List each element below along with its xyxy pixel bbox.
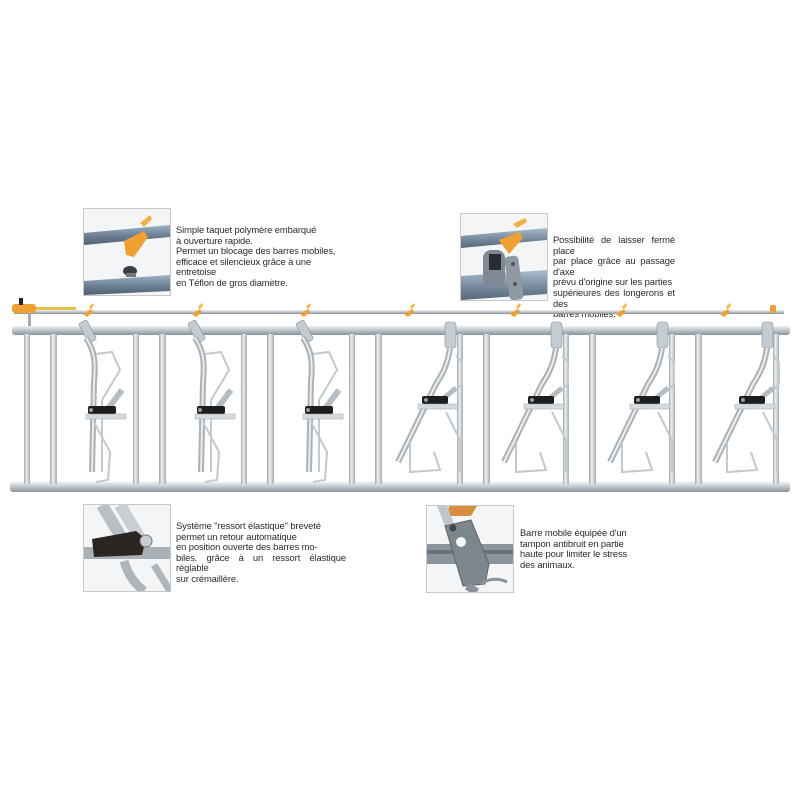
caption-line: Simple taquet polymère embarqué	[176, 224, 317, 235]
caption-line: Possibilité de laisser fermé place	[553, 234, 675, 256]
bottom-rail	[10, 482, 790, 492]
caption-line: prévu d'origine sur les parties	[553, 276, 673, 288]
caption-line: Permet un blocage des barres mobiles,	[176, 245, 336, 257]
caption-line: haute pour limiter le stress	[520, 548, 628, 560]
caption-spring: Système "ressort élastique" breveté perm…	[176, 520, 346, 585]
mobile-bar-closed	[295, 320, 343, 482]
caption-line: biles. grâce à un ressort élastique régl…	[176, 551, 346, 574]
caption-line: des animaux.	[520, 558, 575, 570]
mobile-bar-closed	[187, 320, 235, 482]
caption-line: en Téflon de gros diamètre.	[176, 276, 288, 288]
axle-latch-photo-icon	[461, 214, 547, 300]
caption-pad: Barre mobile équipée d'un tampon antibru…	[520, 527, 630, 570]
mobile-bar-open	[398, 322, 462, 472]
caption-line: Système "ressort élastique" breveté	[176, 520, 321, 531]
latch-rail	[14, 310, 784, 314]
caption-line: par place grâce au passage d'axe	[553, 255, 675, 277]
latch-photo-icon	[84, 209, 170, 295]
caption-line: supérieures des longerons et des	[553, 286, 675, 309]
caption-latch: Simple taquet polymère embarqué à ouvert…	[176, 224, 346, 289]
thumb-axle-photo	[460, 213, 548, 301]
thumb-latch-photo	[83, 208, 171, 296]
thumb-spring-photo	[83, 504, 171, 592]
caption-line: en position ouverte des barres mo-	[176, 541, 318, 553]
caption-line: sur crémaillère.	[176, 572, 239, 584]
caption-line: efficace et silencieux grâce à une entre…	[176, 255, 312, 278]
mobile-bar-closed	[78, 320, 126, 482]
caption-line: à ouverture rapide.	[176, 234, 253, 246]
mobile-bar-open	[610, 322, 674, 472]
fixed-posts	[24, 334, 779, 484]
anti-noise-pad-photo-icon	[427, 506, 513, 592]
mobile-bar-open	[715, 322, 779, 472]
caption-line: permet un retour automatique	[176, 530, 297, 542]
top-rail	[12, 326, 790, 335]
lever-handle-icon	[12, 304, 36, 313]
spring-block-photo-icon	[84, 505, 170, 591]
self-locking-feed-barrier-illustration	[10, 298, 790, 492]
thumb-pad-photo	[426, 505, 514, 593]
mobile-bar-open	[504, 322, 568, 472]
caption-line: tampon antibruit en partie	[520, 537, 624, 549]
caption-line: Barre mobile équipée d'un	[520, 527, 627, 538]
